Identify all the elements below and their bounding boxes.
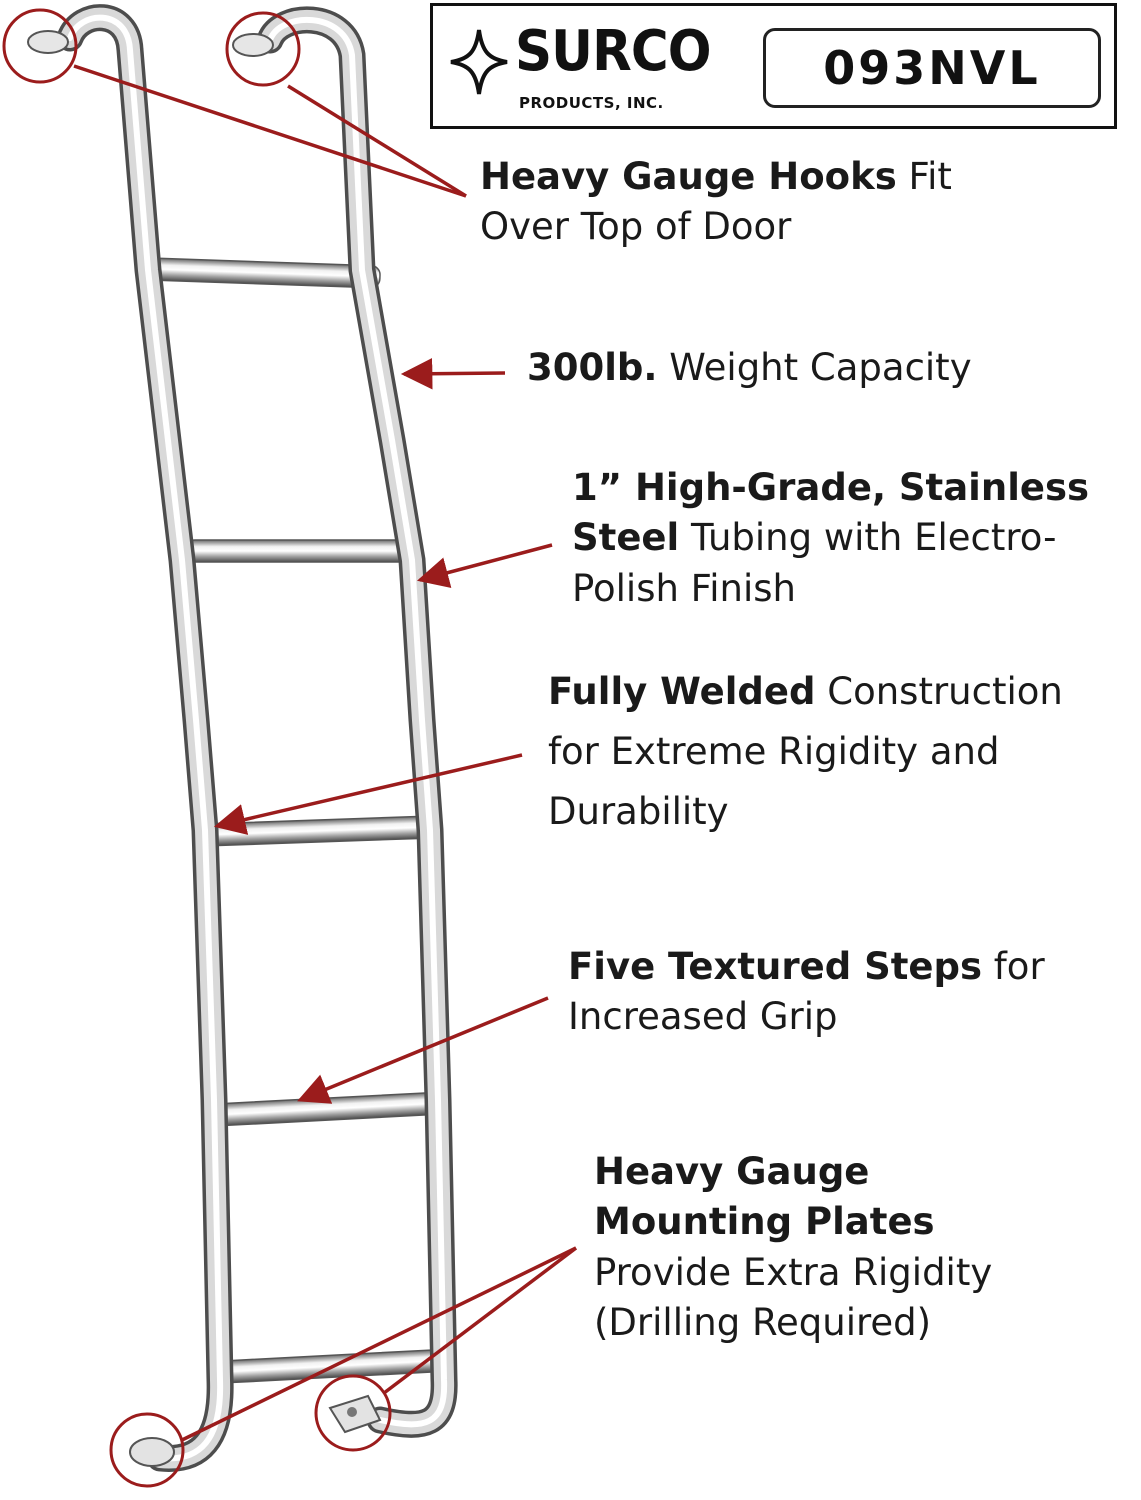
callout-hooks-bold: Heavy Gauge Hooks <box>480 155 897 198</box>
callout-capacity-bold: 300lb. <box>527 346 658 389</box>
pointer-tubing <box>416 543 553 588</box>
callout-welded-line2: for Extreme Rigidity and <box>548 729 1000 773</box>
callout-tubing: 1” High-Grade, Stainless Steel Tubing wi… <box>572 463 1089 614</box>
brand-subtitle: PRODUCTS, INC. <box>519 94 664 112</box>
callout-plates-bold-2: Mounting Plates <box>594 1200 935 1244</box>
callout-welded-rest: Construction <box>815 670 1063 713</box>
pointer-hooks-left <box>73 64 467 198</box>
top-hooks <box>27 30 274 57</box>
pointer-welded <box>213 753 523 835</box>
rung-2 <box>185 539 415 563</box>
callout-capacity: 300lb. Weight Capacity <box>527 343 972 393</box>
pointer-hooks-right <box>287 84 467 198</box>
highlight-circle-left-plate <box>109 1412 185 1488</box>
highlight-circles <box>2 8 392 1488</box>
callout-plates-line3: Provide Extra Rigidity <box>594 1250 993 1294</box>
pointer-lines <box>73 64 578 1442</box>
callout-steps-bold: Five Textured Steps <box>568 945 983 988</box>
highlight-circle-left-hook <box>2 8 78 84</box>
mounting-plates <box>129 1394 382 1467</box>
brand-header: SURCO PRODUCTS, INC. 093NVL <box>430 3 1117 129</box>
callout-plates-line4: (Drilling Required) <box>594 1300 932 1344</box>
brand-name: SURCO <box>515 19 712 84</box>
callout-steps-rest: for <box>982 945 1045 988</box>
callout-tubing-bold-1: 1” High-Grade, Stainless <box>572 466 1090 509</box>
right-rail <box>256 6 458 1438</box>
callout-tubing-line3: Polish Finish <box>572 566 797 610</box>
rung-1 <box>151 257 381 289</box>
callout-hooks: Heavy Gauge Hooks Fit Over Top of Door <box>480 152 952 253</box>
pointer-plates-left <box>181 1246 577 1442</box>
callout-capacity-rest: Weight Capacity <box>657 346 972 389</box>
callout-hooks-rest: Fit <box>896 155 952 198</box>
callout-plates-bold-1: Heavy Gauge <box>594 1150 870 1193</box>
callout-welded: Fully Welded Construction for Extreme Ri… <box>548 662 1063 842</box>
callout-plates: Heavy Gauge Mounting Plates Provide Extr… <box>594 1147 992 1348</box>
pointer-steps <box>297 996 549 1104</box>
callout-hooks-line2: Over Top of Door <box>480 205 792 249</box>
callout-tubing-bold-2: Steel <box>572 516 680 560</box>
highlight-circle-right-hook <box>225 11 301 87</box>
callout-steps: Five Textured Steps for Increased Grip <box>568 942 1045 1043</box>
pointer-plates-right <box>382 1246 578 1395</box>
surco-star-logo-icon <box>450 29 508 95</box>
left-rail <box>56 4 234 1472</box>
callout-steps-line2: Increased Grip <box>568 995 838 1039</box>
callout-welded-line3: Durability <box>548 789 729 833</box>
model-number: 093NVL <box>763 28 1101 108</box>
rung-4 <box>215 1091 443 1127</box>
callout-welded-bold: Fully Welded <box>548 670 816 713</box>
pointer-capacity <box>400 357 506 390</box>
highlight-circle-right-plate <box>314 1374 392 1452</box>
callout-tubing-rest: Tubing with Electro- <box>679 516 1057 560</box>
